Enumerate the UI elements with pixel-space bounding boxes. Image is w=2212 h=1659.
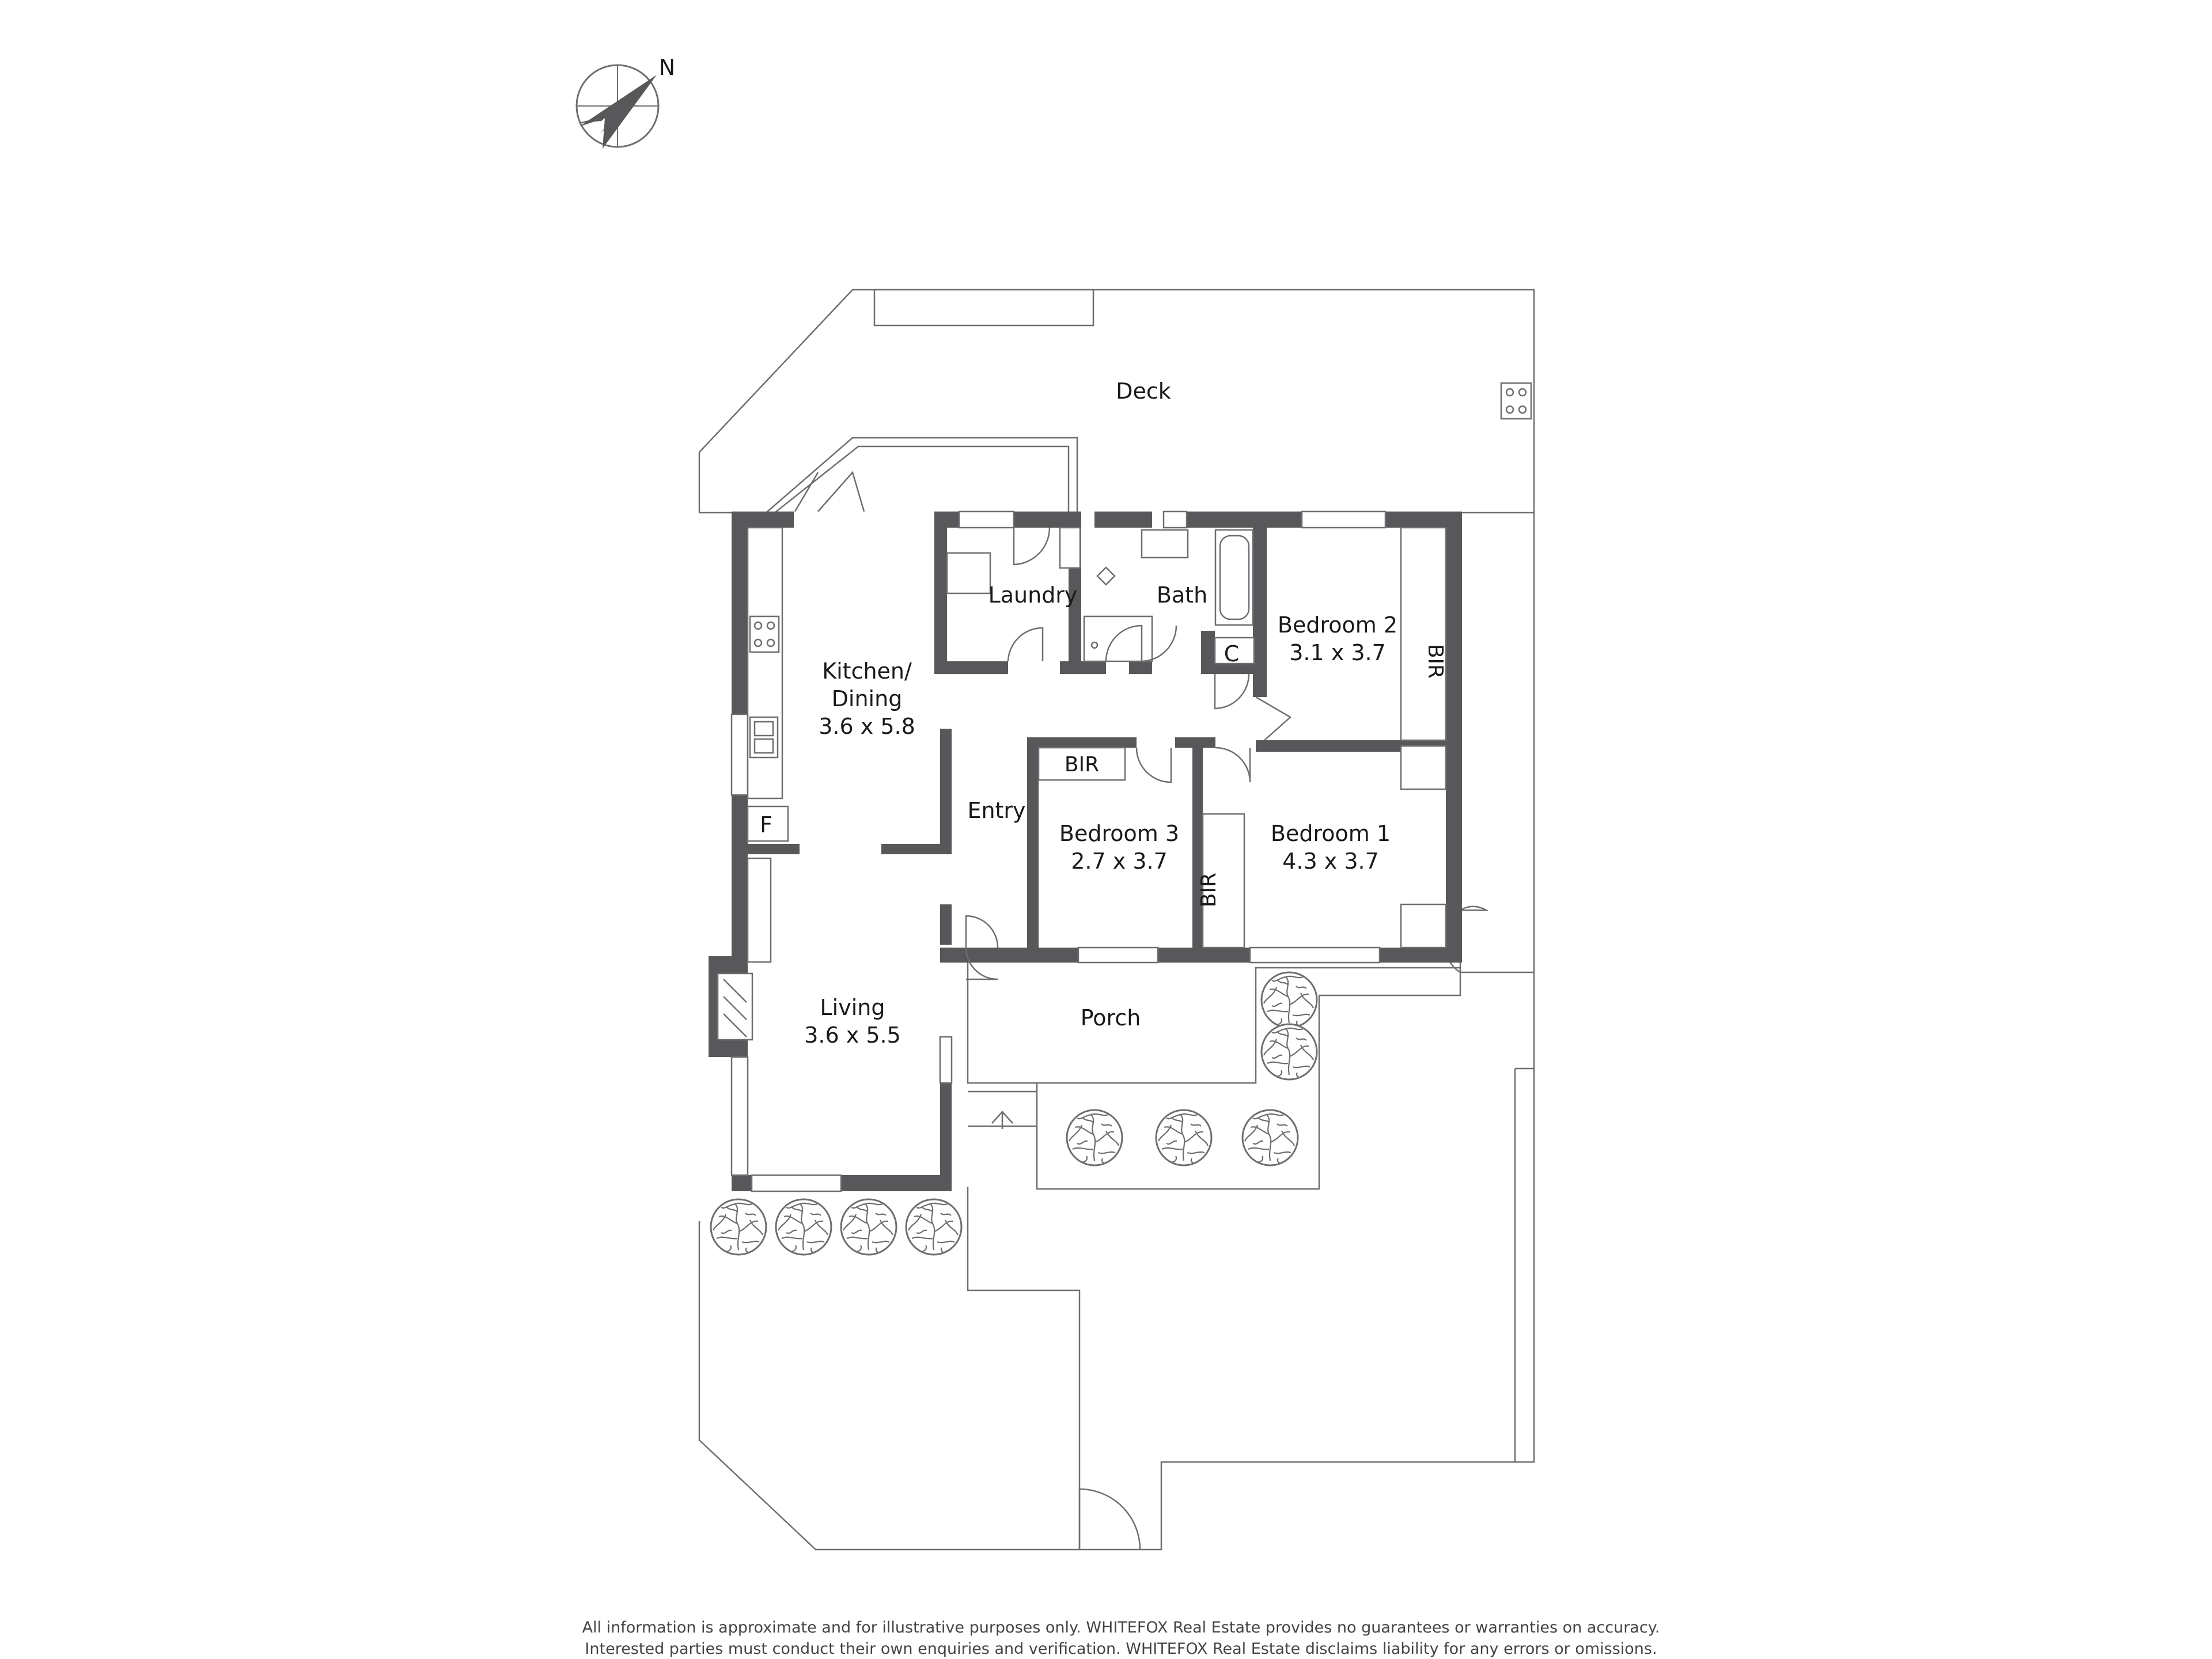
bath-label: Bath [1157,582,1207,608]
bedroom1-label: Bedroom 1 [1271,821,1391,846]
tree-icon [1155,1109,1213,1166]
door-swings [794,471,1292,980]
north-arrow-icon [575,64,660,149]
tree-icon [1066,1109,1123,1166]
fridge-label: F [760,812,772,838]
bedroom1-size: 4.3 x 3.7 [1282,849,1379,874]
living-label: Living [820,995,885,1020]
windows [730,510,1387,1192]
kitchen-bench [747,527,789,963]
entry-label: Entry [967,798,1025,823]
porch-outline [967,956,1461,1190]
cupboard-label: C [1224,641,1240,666]
north-label: N [659,55,675,80]
bbq-icon [1500,382,1532,420]
cupboard [1214,637,1255,665]
disclaimer-line2: Interested parties must conduct their ow… [585,1640,1657,1658]
tree-icon [840,1198,897,1256]
porch-label: Porch [1081,1005,1141,1031]
bir-bedroom1 [1202,813,1245,949]
disclaimer-line1: All information is approximate and for i… [582,1619,1660,1637]
bedroom3-bir-label: BIR [1065,753,1099,777]
kitchen-size: 3.6 x 5.8 [819,714,915,739]
kitchen-label-line2: Dining [832,686,903,711]
tree-icon [905,1198,963,1256]
bedroom1-robe-end [1400,903,1447,949]
tree-icon [710,1198,767,1256]
living-size: 3.6 x 5.5 [804,1022,901,1048]
deck-outline [698,289,1535,967]
bir-bedroom3 [1037,747,1126,781]
tree-icon [1260,971,1318,1029]
bedroom1-bir-label: BIR [1197,873,1221,907]
deck-label: Deck [1116,378,1171,404]
laundry-fixtures [946,527,1254,662]
fireplace-icon [717,972,753,1041]
bedroom1-robe-end [1400,745,1447,790]
bedroom2-size: 3.1 x 3.7 [1289,640,1386,665]
bedroom2-label: Bedroom 2 [1278,612,1397,638]
tree-icon [1241,1109,1299,1166]
bedroom3-label: Bedroom 3 [1059,821,1179,846]
bir-bedroom2 [1400,527,1447,741]
bedroom3-size: 2.7 x 3.7 [1071,849,1168,874]
laundry-label: Laundry [988,582,1078,608]
walls [709,512,1462,1191]
tree-icon [775,1198,832,1256]
bedroom2-bir-label: BIR [1423,644,1447,679]
tree-icon [1260,1023,1318,1081]
garden-outline [698,906,1535,1551]
kitchen-label-line1: Kitchen/ [822,658,912,684]
